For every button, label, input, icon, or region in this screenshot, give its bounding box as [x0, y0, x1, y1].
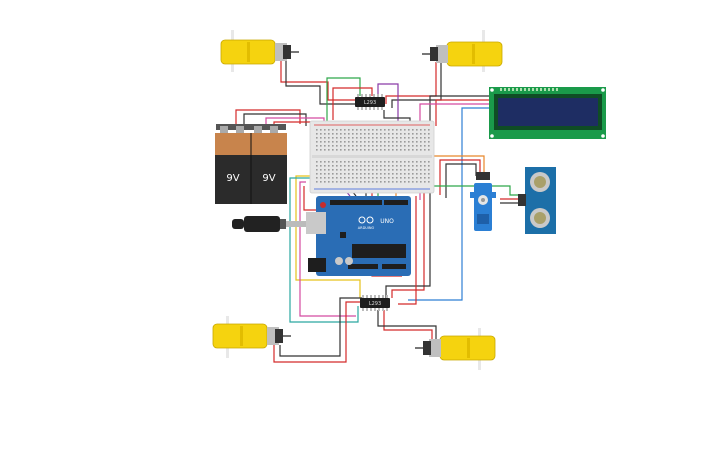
wire-red-right-2[interactable]	[398, 196, 417, 305]
motor-bottom-left[interactable]	[212, 316, 291, 358]
servo-motor[interactable]	[470, 172, 496, 231]
lcd-pins	[500, 88, 558, 91]
battery-pack[interactable]: 9V 9V	[215, 124, 287, 204]
wire-motor-bl-red[interactable]	[273, 301, 360, 363]
wire-lcd-black[interactable]	[429, 95, 490, 122]
breadboard-holes	[316, 129, 430, 183]
wire-top-red-loop[interactable]	[332, 87, 373, 120]
wire-black-right-1[interactable]	[385, 192, 431, 298]
wire-motor-tr-red[interactable]	[385, 62, 437, 104]
breadboard[interactable]	[309, 120, 435, 194]
ultrasonic-sensor[interactable]	[518, 167, 556, 234]
wire-batt-red-1[interactable]	[235, 109, 301, 128]
wire-motor-br-black[interactable]	[377, 310, 437, 340]
wire-lcd-red[interactable]	[435, 99, 490, 126]
motor-driver-bottom[interactable]: L293	[360, 295, 390, 311]
motor-driver-top[interactable]: L293	[355, 94, 385, 110]
wire-yellow-left[interactable]	[295, 175, 361, 298]
wire-motor-br-red[interactable]	[383, 310, 433, 340]
wire-lcd-blue[interactable]	[408, 107, 490, 301]
wire-top-green[interactable]	[326, 77, 361, 122]
wire-top-purple[interactable]	[377, 83, 399, 130]
wire-motor-bl-black[interactable]	[279, 297, 362, 357]
wire-servo-red[interactable]	[439, 159, 481, 195]
battery-left-label: 9V	[226, 173, 239, 184]
wire-pink-left[interactable]	[299, 181, 356, 317]
lcd-display[interactable]	[489, 87, 606, 139]
wire-red-left[interactable]	[303, 186, 316, 211]
wire-servo-black[interactable]	[445, 163, 477, 198]
driver-bottom-label: L293	[369, 301, 381, 307]
wire-batt-black-1[interactable]	[243, 113, 307, 128]
wire-red-right-1[interactable]	[391, 192, 425, 298]
wire-motor-tl-black[interactable]	[285, 57, 356, 105]
wire-motor-tr-black[interactable]	[391, 62, 442, 108]
driver-top-label: L293	[364, 100, 376, 106]
wire-teal-left[interactable]	[289, 177, 359, 323]
battery-right-label: 9V	[262, 173, 275, 184]
wire-motor-tl-red[interactable]	[280, 57, 360, 101]
motor-top-right[interactable]	[422, 30, 503, 72]
motor-top-left[interactable]	[220, 30, 299, 72]
motor-bottom-right[interactable]	[415, 328, 496, 370]
arduino-model: UNO	[380, 218, 394, 225]
arduino-uno[interactable]: ARDUINO UNO	[306, 196, 411, 276]
power-jack[interactable]	[232, 216, 306, 232]
arduino-brand: ARDUINO	[358, 226, 375, 230]
